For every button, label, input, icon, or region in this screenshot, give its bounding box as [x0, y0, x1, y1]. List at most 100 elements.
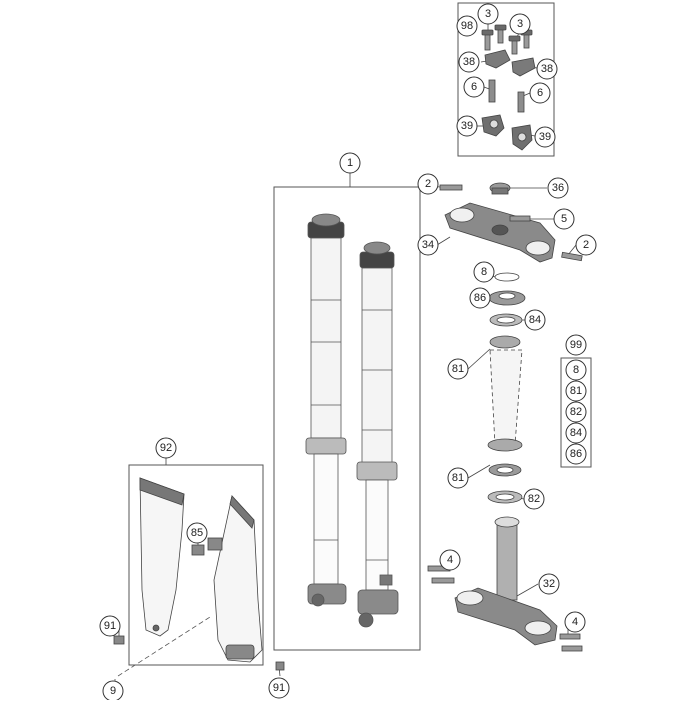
callout-circle: [268, 677, 290, 699]
callout-c38a: 38: [458, 51, 480, 73]
callout-c4a: 4: [439, 549, 461, 571]
callout-circle: [447, 467, 469, 489]
callout-label: 82: [528, 493, 540, 505]
callout-label: 36: [552, 182, 564, 194]
callout-label: 91: [273, 682, 285, 694]
callout-c2b: 2: [575, 234, 597, 256]
callout-c38b: 38: [536, 58, 558, 80]
callout-label: 39: [539, 131, 551, 143]
callout-c1: 1: [339, 152, 361, 174]
kit-bubble-label: 84: [570, 427, 582, 439]
callout-label: 3: [517, 18, 523, 30]
callout-label: 2: [583, 239, 589, 251]
callout-c3a: 3: [477, 3, 499, 25]
callout-c81b: 81: [447, 467, 469, 489]
kit-bubble-circle: [565, 380, 587, 402]
callout-c36: 36: [547, 177, 569, 199]
callout-c91b: 91: [268, 677, 290, 699]
kit-bubble-circle: [565, 401, 587, 423]
callout-label: 1: [347, 157, 353, 169]
callout-circle: [553, 208, 575, 230]
callout-circle: [339, 152, 361, 174]
callout-circle: [523, 488, 545, 510]
callout-label: 81: [452, 363, 464, 375]
callout-label: 6: [537, 87, 543, 99]
fork-leg-right: [356, 241, 399, 628]
callout-c91a: 91: [99, 615, 121, 637]
kit-bubble-label: 8: [573, 364, 579, 376]
callout-label: 86: [474, 292, 486, 304]
kit-bubble-circle: [565, 443, 587, 465]
callout-c85: 85: [186, 522, 208, 544]
callout-label: 92: [160, 442, 172, 454]
callout-circle: [447, 358, 469, 380]
callout-c84a: 84: [524, 309, 546, 331]
kit-99-item: 81: [565, 380, 587, 402]
callout-circle: [529, 82, 551, 104]
bearing-stack: [487, 272, 526, 504]
callout-circle: [463, 76, 485, 98]
kit-98-box: [457, 2, 555, 157]
callout-circle: [538, 573, 560, 595]
callout-label: 32: [543, 578, 555, 590]
kit-99-item: 8: [565, 359, 587, 381]
callout-c3b: 3: [509, 13, 531, 35]
kit-99-box: [560, 357, 592, 468]
callout-circle: [547, 177, 569, 199]
callout-label: 3: [485, 8, 491, 20]
callout-circle: [575, 234, 597, 256]
upper-triple-clamp: [439, 182, 583, 263]
callout-label: 8: [481, 266, 487, 278]
callout-c39a: 39: [456, 115, 478, 137]
kit-99-item: 86: [565, 443, 587, 465]
callout-c9: 9: [102, 680, 124, 702]
lower-triple-clamp: [427, 516, 583, 652]
callout-circle: [536, 58, 558, 80]
callout-circle: [469, 287, 491, 309]
callout-c39b: 39: [534, 126, 556, 148]
kit-bubble-label: 81: [570, 385, 582, 397]
callout-c86a: 86: [469, 287, 491, 309]
callout-c4b: 4: [564, 611, 586, 633]
callout-c6b: 6: [529, 82, 551, 104]
callout-circle: [99, 615, 121, 637]
callout-c32: 32: [538, 573, 560, 595]
callout-circle: [456, 15, 478, 37]
callout-label: 98: [461, 20, 473, 32]
callout-c5: 5: [553, 208, 575, 230]
callout-c98: 98: [456, 15, 478, 37]
callout-c34: 34: [417, 234, 439, 256]
callout-label: 9: [110, 685, 116, 697]
kit-99-item: 82: [565, 401, 587, 423]
fork-protector-box: [128, 464, 264, 666]
callout-circle: [417, 234, 439, 256]
callout-label: 6: [471, 81, 477, 93]
callout-label: 4: [447, 554, 453, 566]
callout-c2a: 2: [417, 173, 439, 195]
fork-leg-left: [305, 213, 347, 607]
fork-assembly-box: [273, 186, 421, 651]
callout-circle: [534, 126, 556, 148]
kit-98-parts: [481, 24, 536, 151]
callout-circle: [439, 549, 461, 571]
callout-circle: [458, 51, 480, 73]
fork-protectors: [113, 477, 285, 671]
callout-label: 34: [422, 239, 434, 251]
callout-label: 4: [572, 616, 578, 628]
callout-label: 39: [461, 120, 473, 132]
dashed-leader: [117, 616, 211, 677]
kit-99-item: 84: [565, 422, 587, 444]
kit-bubble-label: 86: [570, 448, 582, 460]
callout-circle: [473, 261, 495, 283]
callout-label: 85: [191, 527, 203, 539]
callout-c92: 92: [155, 437, 177, 459]
callout-circle: [155, 437, 177, 459]
kit-99-header: 99: [565, 334, 587, 356]
kit-bubble-label: 82: [570, 406, 582, 418]
callout-circle: [456, 115, 478, 137]
callout-circle: [509, 13, 531, 35]
callout-label: 2: [425, 178, 431, 190]
